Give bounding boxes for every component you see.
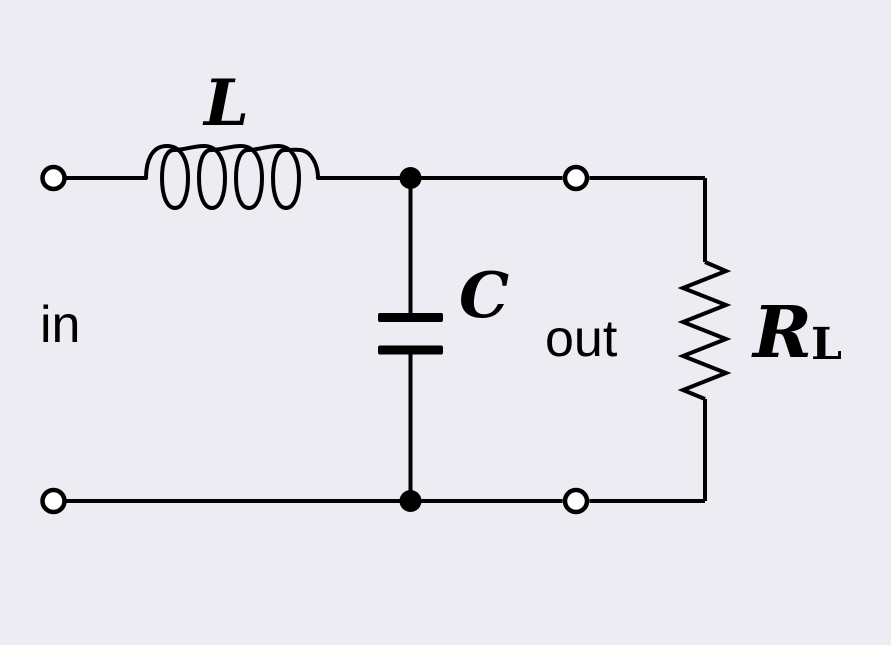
terminal-out-top — [562, 164, 590, 192]
load-resistor-label: R — [753, 290, 813, 374]
inductor-coil — [144, 144, 320, 210]
terminal-out-bottom — [562, 487, 590, 515]
resistor-zigzag — [677, 260, 732, 401]
capacitor-label: C — [459, 258, 510, 332]
terminal-in-top — [40, 164, 67, 192]
output-port-label: out — [545, 310, 618, 368]
load-resistor-subscript-label: L — [811, 319, 842, 370]
input-port-label: in — [40, 296, 81, 354]
junction-dot-bottom — [399, 490, 422, 512]
junction-dot-top — [399, 167, 422, 189]
capacitor-plate-top — [378, 313, 443, 322]
inductor-label: L — [204, 66, 249, 141]
terminal-in-bottom — [40, 487, 67, 515]
capacitor-plate-bottom — [378, 345, 443, 355]
